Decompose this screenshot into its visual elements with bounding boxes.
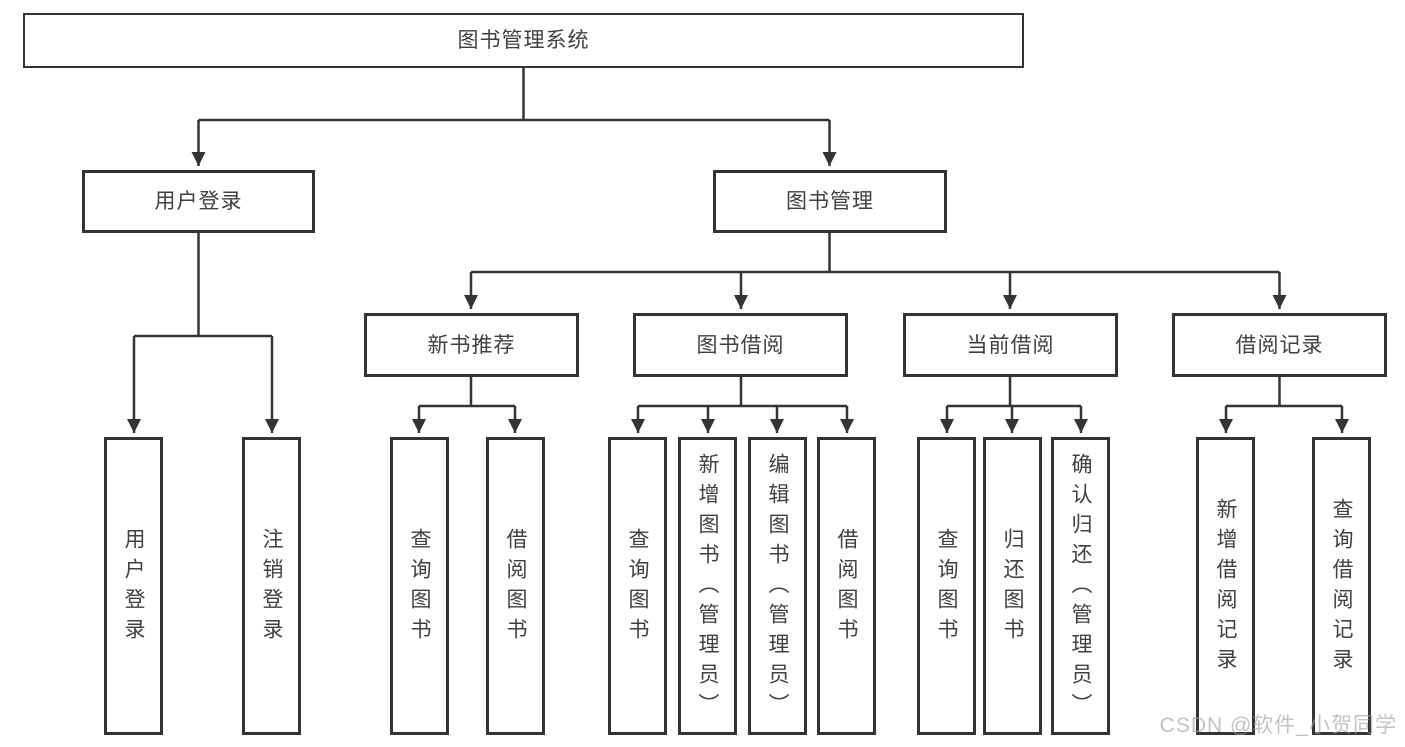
watermark: CSDN @软件_小贺同学: [1159, 714, 1397, 737]
node-book-management: 图书管理: [713, 170, 947, 233]
node-root: 图书管理系统: [23, 13, 1024, 68]
node-borrow-records: 借阅记录: [1172, 313, 1387, 377]
node-leaf-logout: 注销登录: [242, 437, 301, 735]
node-leaf-add-book-admin: 新增图书（管理员）: [678, 437, 737, 735]
node-leaf-query-book-2: 查询图书: [608, 437, 667, 735]
node-leaf-query-book-3: 查询图书: [917, 437, 976, 735]
node-book-borrow: 图书借阅: [633, 313, 848, 377]
node-leaf-borrow-book-2: 借阅图书: [817, 437, 876, 735]
node-leaf-confirm-return-admin: 确认归还（管理员）: [1051, 437, 1110, 735]
node-new-book-recommend: 新书推荐: [364, 313, 579, 377]
node-leaf-borrow-book-1: 借阅图书: [486, 437, 545, 735]
node-leaf-edit-book-admin: 编辑图书（管理员）: [748, 437, 807, 735]
node-leaf-return-book: 归还图书: [983, 437, 1042, 735]
node-current-borrow: 当前借阅: [903, 313, 1118, 377]
node-leaf-user-login: 用户登录: [104, 437, 163, 735]
node-leaf-add-borrow-record: 新增借阅记录: [1196, 437, 1255, 735]
node-leaf-query-book-1: 查询图书: [390, 437, 449, 735]
node-user-login: 用户登录: [82, 170, 315, 233]
node-leaf-query-borrow-record: 查询借阅记录: [1312, 437, 1371, 735]
